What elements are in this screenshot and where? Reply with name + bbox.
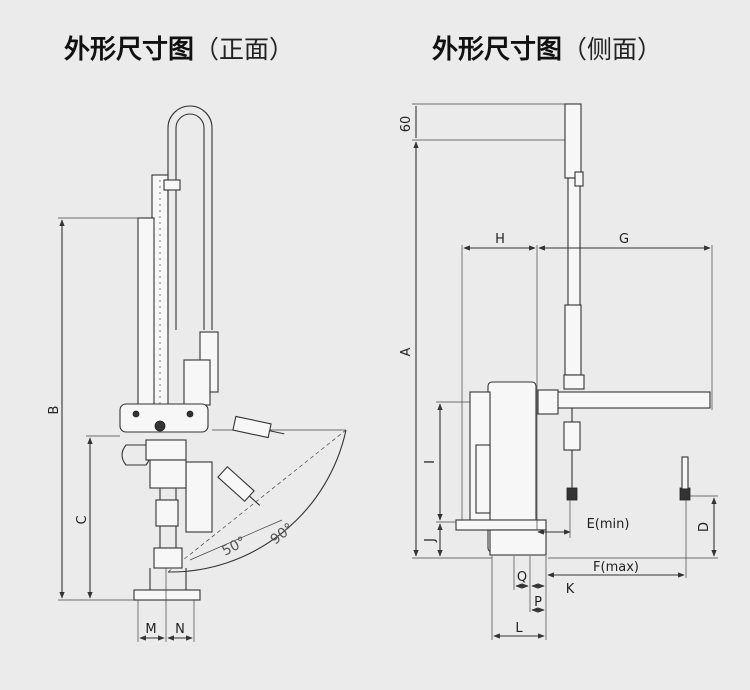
- side-view-title-sub: （侧面）: [562, 35, 663, 64]
- top-clamp: [163, 179, 181, 191]
- cylinder-head: [183, 359, 211, 406]
- front-view-title-sub: （正面）: [194, 35, 295, 64]
- hook-pipe-outer: [167, 105, 213, 330]
- column-clamp: [574, 171, 584, 187]
- dim-label-N: N: [175, 622, 185, 637]
- front-view-drawing: B C M N 50° 90°: [47, 105, 347, 642]
- front-view-title-main: 外形尺寸图: [64, 35, 195, 65]
- gripper-at-0: [232, 415, 285, 439]
- dim-label-Q: Q: [517, 570, 527, 585]
- column-lower-section: [564, 304, 582, 376]
- dim-label-I: I: [423, 460, 438, 464]
- dim-label-K: K: [566, 582, 575, 597]
- side-view-title-main: 外形尺寸图: [432, 35, 563, 65]
- side-flange: [455, 519, 547, 531]
- outer-gripper-rod: [681, 456, 689, 490]
- dim-label-H: H: [495, 232, 505, 247]
- side-horizontal-arm: [539, 391, 711, 409]
- dim-label-60: 60: [399, 116, 414, 133]
- side-valve: [185, 461, 213, 533]
- dim-label-D: D: [697, 522, 712, 532]
- dim-label-P: P: [534, 595, 542, 610]
- side-base: [489, 529, 547, 556]
- front-arm-head: [119, 403, 209, 433]
- swing-radius-50: [189, 519, 283, 561]
- front-rail: [137, 217, 155, 409]
- dim-label-A: A: [399, 347, 414, 356]
- gripper-at-50: [217, 465, 261, 506]
- gripper-at-0-stub: [269, 430, 285, 435]
- head-bolt-left: [132, 410, 140, 418]
- front-view-title: 外形尺寸图（正面）: [64, 30, 294, 70]
- outer-gripper-tip: [679, 487, 691, 501]
- front-base-plate: [133, 589, 201, 601]
- side-column-top: [564, 103, 582, 179]
- gripper-housing: [563, 421, 581, 451]
- dim-label-F: F(max): [593, 560, 639, 575]
- dim-label-G: G: [619, 232, 629, 247]
- side-cylinder-piston: [475, 444, 491, 514]
- lower-housing: [149, 459, 187, 489]
- side-view-title: 外形尺寸图（侧面）: [432, 30, 662, 70]
- dim-label-B: B: [47, 406, 62, 415]
- head-bolt-right: [186, 410, 194, 418]
- gripper-at-50-stub: [249, 495, 261, 506]
- gripper-at-0-body: [232, 415, 272, 439]
- swing-arc: [167, 429, 347, 573]
- pivot-bolt: [154, 420, 166, 432]
- dim-label-E: E(min): [587, 517, 630, 532]
- swing-radius-90: [167, 429, 347, 573]
- lower-block: [145, 439, 187, 461]
- hook-pipe-inner: [175, 113, 205, 330]
- front-base-post: [153, 547, 183, 569]
- arm-mount: [537, 389, 559, 415]
- dim-label-C: C: [75, 515, 90, 524]
- gripper-at-50-body: [217, 465, 255, 503]
- side-view-drawing: 60 A H G I J D E(min) F(max) Q K P L: [399, 103, 718, 640]
- dim-label-L: L: [515, 621, 523, 636]
- lower-collar: [155, 499, 179, 527]
- column-joint: [563, 374, 585, 390]
- dim-label-M: M: [145, 622, 156, 637]
- gripper-tip: [566, 487, 578, 501]
- dim-label-J: J: [423, 538, 438, 543]
